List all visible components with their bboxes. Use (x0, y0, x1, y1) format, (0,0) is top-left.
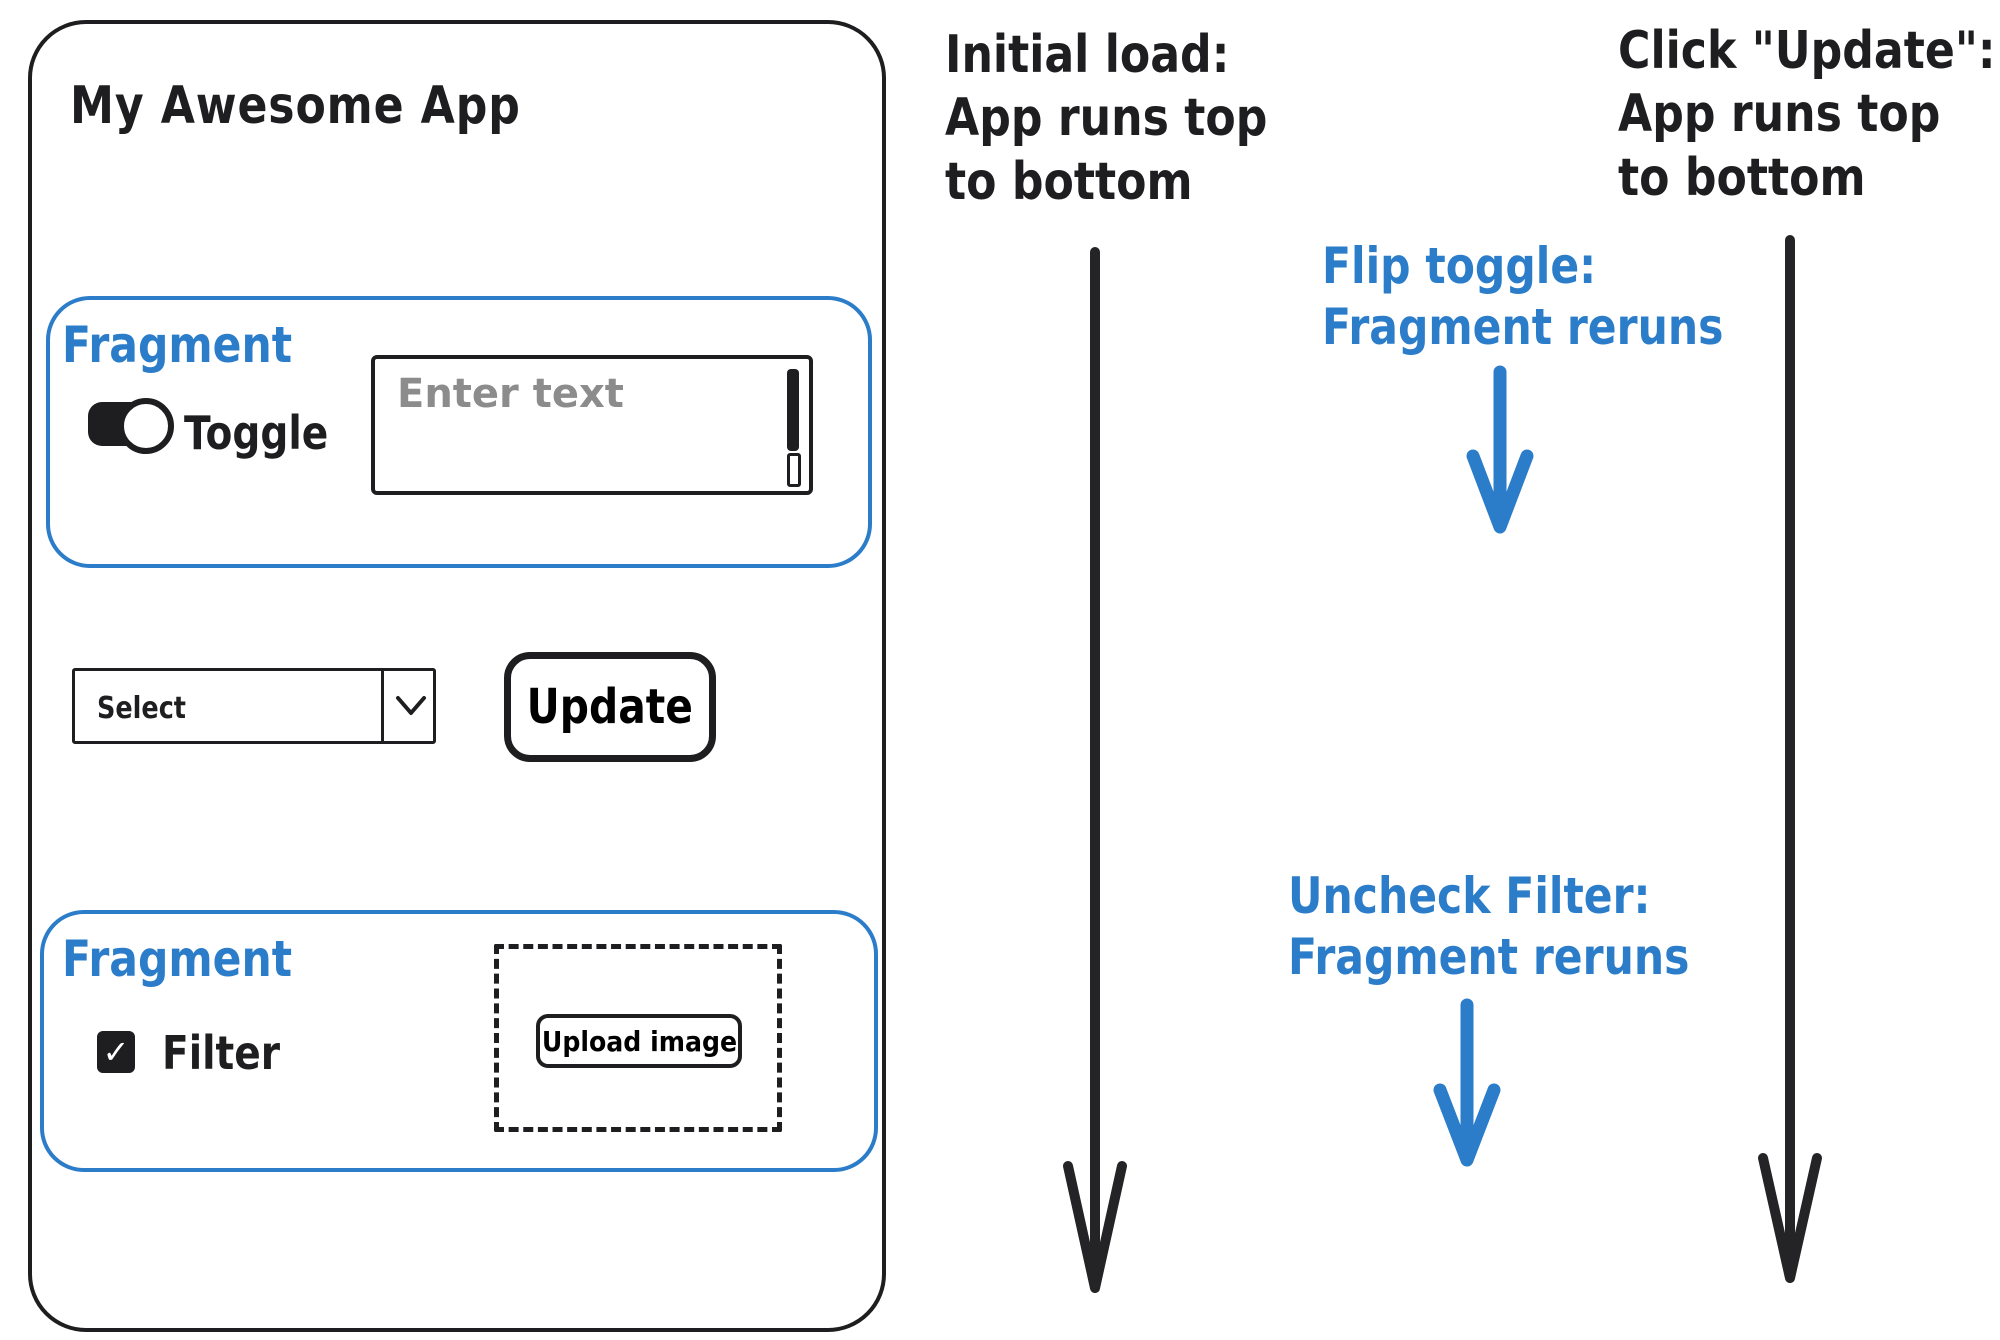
scrollbar-thumb-icon (787, 369, 799, 451)
upload-image-button[interactable]: Upload image (536, 1014, 742, 1068)
annotation-click-update-line3: to bottom (1618, 147, 1866, 208)
filter-checkbox-label: Filter (162, 1026, 281, 1080)
select-value: Select (97, 691, 187, 726)
checkmark-icon: ✓ (102, 1033, 130, 1071)
annotation-click-update: Click "Update": App runs top to bottom (1618, 20, 1996, 210)
annotation-initial-load-line3: to bottom (945, 151, 1193, 212)
annotation-initial-load-line1: Initial load: (945, 25, 1230, 85)
click-update-arrow (1758, 235, 1822, 1283)
annotation-click-update-line2: App runs top (1618, 84, 1941, 145)
text-input[interactable] (375, 359, 797, 501)
fragment-bottom-label: Fragment (62, 930, 293, 988)
chevron-down-icon (396, 696, 426, 715)
initial-load-arrow (1063, 247, 1127, 1293)
annotation-uncheck-filter: Uncheck Filter: Fragment reruns (1288, 866, 1689, 988)
toggle-switch[interactable] (88, 398, 174, 454)
annotation-initial-load-line2: App runs top (945, 88, 1268, 149)
scrollbar-slot-icon (787, 453, 801, 487)
toggle-knob-icon (118, 398, 174, 454)
upload-image-button-label: Upload image (541, 1024, 737, 1058)
upload-dropzone[interactable] (494, 944, 782, 1132)
update-button[interactable]: Update (504, 652, 716, 762)
select-dropdown[interactable]: Select (72, 668, 436, 744)
annotation-flip-toggle-line1: Flip toggle: (1322, 237, 1597, 295)
annotation-flip-toggle-line2: Fragment reruns (1322, 298, 1724, 356)
flip-toggle-arrow (1466, 365, 1534, 534)
app-title: My Awesome App (70, 76, 521, 136)
annotation-initial-load: Initial load: App runs top to bottom (945, 24, 1267, 214)
annotation-uncheck-filter-line1: Uncheck Filter: (1288, 867, 1651, 925)
annotation-click-update-line1: Click "Update": (1618, 21, 1996, 81)
uncheck-filter-arrow (1433, 998, 1501, 1167)
select-divider (381, 671, 384, 741)
filter-checkbox[interactable]: ✓ (97, 1031, 135, 1073)
annotation-flip-toggle: Flip toggle: Fragment reruns (1322, 236, 1723, 358)
toggle-label: Toggle (184, 406, 329, 460)
fragment-top-label: Fragment (62, 316, 293, 374)
update-button-label: Update (526, 679, 694, 735)
annotation-uncheck-filter-line2: Fragment reruns (1288, 928, 1690, 986)
input-scrollbar[interactable] (787, 369, 801, 487)
text-input-box (371, 355, 813, 501)
